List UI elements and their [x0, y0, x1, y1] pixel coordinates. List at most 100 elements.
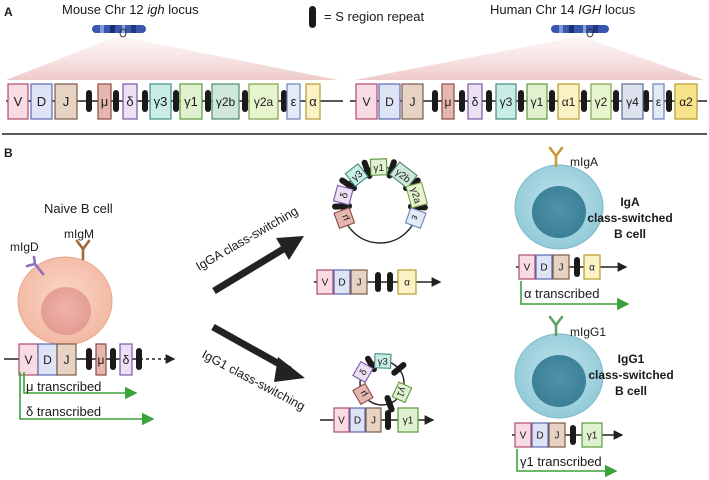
iga-segment-alpha-label: α [404, 278, 410, 289]
naive-s-region-repeat [110, 348, 116, 370]
mouse-s-region-repeat [173, 90, 179, 112]
iga-loop-segment-box [369, 158, 388, 176]
iga-cell-subtitle: class-switched [587, 211, 672, 225]
iga-segment-j-box [350, 269, 368, 295]
migm-antibody-icon [75, 239, 91, 261]
igg1-segment-d-label: D [354, 416, 361, 427]
human-segment-v-box [355, 83, 378, 120]
igg1-segment-d-box [349, 407, 366, 433]
mouse-segment-gamma1-label: γ1 [184, 94, 198, 109]
iga-loop-segment-delta: δ [332, 184, 354, 206]
mouse-segment-j-box [54, 83, 78, 120]
human-s-region-repeat [643, 90, 649, 112]
iga-loop-segment-gamma3: γ3 [344, 163, 369, 188]
mouse-s-region-repeat [281, 90, 287, 112]
human-locus-title: Human Chr 14 IGH locus [490, 2, 636, 17]
naive-segment-j-label: J [64, 353, 70, 367]
iga-cell-segment-j-label: J [559, 263, 564, 274]
human-segment-gamma4-label: γ4 [626, 95, 639, 109]
igg1-s-region-repeat [385, 410, 391, 430]
migg1-antibody-icon [548, 315, 564, 337]
mouse-s-region-repeat [113, 90, 119, 112]
human-segment-gamma4-box [621, 83, 644, 120]
mouse-segment-gamma2a-label: γ2a [254, 95, 274, 109]
iga-switch-arrow [212, 236, 304, 294]
human-segment-epsilon-box [652, 83, 665, 120]
igg1-b-cell-nucleus [532, 355, 586, 407]
mouse-s-region-repeat [142, 90, 148, 112]
mouse-segment-gamma1-box [179, 83, 203, 120]
igg1-segment-j-label: J [371, 416, 376, 427]
iga-loop-segment-box [404, 207, 427, 229]
iga-loop-segment-gamma1: γ1 [369, 158, 388, 176]
iga-segment-v-box [316, 269, 334, 295]
mouse-segment-v-label: V [14, 94, 23, 109]
human-segment-alpha1-label: α1 [562, 95, 576, 109]
iga-loop-s-region-repeat [386, 159, 397, 179]
iga-segment-d-box [333, 269, 351, 295]
igg1-cell-segment-d-box [531, 422, 549, 448]
human-segment-epsilon-label: ε [656, 95, 662, 109]
iga-loop-segment-box [344, 163, 369, 188]
iga-cell-subtitle-2: B cell [614, 227, 646, 241]
iga-loop-segment-box [332, 184, 354, 206]
mu-transcript-arrow [23, 372, 138, 400]
iga-b-cell-nucleus [532, 186, 586, 238]
human-segment-alpha1-box [557, 83, 580, 120]
iga-cell-segment-d-label: D [540, 263, 547, 274]
gamma1-transcribed-label: γ1 transcribed [520, 454, 602, 469]
human-segment-alpha2-box [674, 83, 698, 120]
iga-cell-s-region-repeat [574, 257, 580, 277]
delta-transcript-arrow [19, 372, 155, 426]
igg1-loop-segment-gamma1: γ1 [391, 381, 413, 404]
iga-cell-segment-d-box [535, 254, 553, 280]
s-region-legend-icon [309, 6, 316, 28]
igg1-loop-segment-box [391, 381, 413, 404]
mouse-segment-v-box [7, 83, 29, 120]
human-s-region-repeat [613, 90, 619, 112]
iga-loop-segment-label: ε [408, 214, 420, 222]
human-s-region-repeat [432, 90, 438, 112]
igg1-segment-v-box [333, 407, 350, 433]
iga-loop-s-region-repeat [339, 177, 358, 192]
human-s-region-repeat [459, 90, 465, 112]
mouse-chromosome-icon [92, 25, 146, 38]
iga-segment-d-label: D [338, 278, 345, 289]
igg1-loop-segment-box [352, 382, 374, 406]
migm-label: mIgM [64, 227, 94, 241]
human-zoom-fan [355, 36, 704, 80]
igg1-loop-segment-label: γ3 [378, 356, 388, 367]
human-segment-alpha2-label: α2 [679, 95, 693, 109]
human-segment-v-label: V [362, 95, 370, 109]
igg1-cell-segment-gamma1-label: γ1 [587, 431, 598, 442]
human-segment-gamma2-label: γ2 [595, 95, 608, 109]
iga-s-region-repeat [375, 272, 381, 292]
igg1-cell-s-region-repeat [570, 425, 576, 445]
igg1-loop-s-region-repeat [391, 362, 407, 376]
iga-loop-segment-box [389, 161, 418, 189]
human-s-region-repeat [518, 90, 524, 112]
iga-loop-segment-label: δ [339, 191, 351, 200]
human-chromosome-icon [551, 25, 609, 38]
naive-segment-mu-box [95, 343, 107, 376]
migd-label: mIgD [10, 240, 39, 254]
igg1-loop-segment-gamma3: γ3 [373, 353, 392, 369]
iga-segment-alpha-box [397, 269, 417, 295]
naive-b-cell-nucleus [41, 287, 91, 335]
igg1-cell-subtitle: class-switched [588, 368, 673, 382]
naive-b-cell-title: Naive B cell [44, 201, 113, 216]
mouse-segment-j-label: J [63, 94, 70, 109]
iga-cell-segment-v-box [518, 254, 536, 280]
delta-transcribed-label: δ transcribed [26, 404, 101, 419]
human-segment-gamma2-box [590, 83, 612, 120]
igg1-loop-segment-box [373, 353, 392, 369]
naive-segment-delta-label: δ [123, 353, 130, 367]
igg1-cell-segment-j-box [548, 422, 566, 448]
human-segment-d-label: D [385, 95, 394, 109]
